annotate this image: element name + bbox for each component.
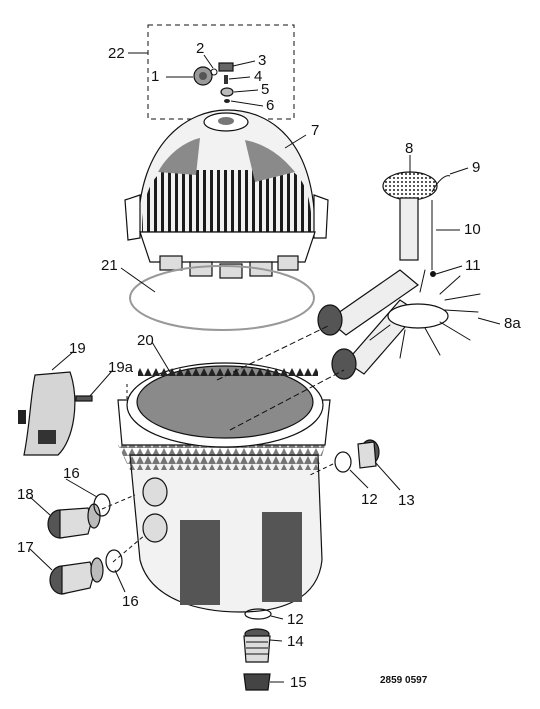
fitting-part-13	[357, 439, 380, 469]
screw-part-19a	[75, 395, 93, 402]
air-relief-cap-part-1	[193, 66, 213, 86]
washer-part-5	[220, 87, 234, 97]
callout-4: 4	[254, 68, 262, 85]
callout-16-lower: 16	[122, 593, 139, 610]
union-fitting-part-18	[47, 503, 101, 539]
callout-9: 9	[472, 159, 480, 176]
manifold-assembly-part-8	[317, 171, 438, 380]
callout-22: 22	[108, 45, 125, 62]
tank-top-opening-part-20	[136, 365, 314, 439]
callout-2: 2	[196, 40, 204, 57]
callout-16-upper: 16	[63, 465, 80, 482]
lateral-fingers-part-8a	[369, 269, 481, 359]
callout-21: 21	[101, 257, 118, 274]
clip-part-11	[430, 271, 436, 277]
o-ring-part-16-upper	[93, 493, 111, 517]
callout-20: 20	[137, 332, 154, 349]
valve-part-3	[218, 62, 234, 72]
gauge-tube-part-9	[431, 175, 451, 193]
drain-cap-part-15	[243, 673, 271, 691]
filter-tank-body	[117, 362, 331, 613]
callout-1: 1	[151, 68, 159, 85]
callout-5: 5	[261, 81, 269, 98]
tank-lid-dome-part-7	[124, 109, 329, 279]
union-fitting-part-17	[49, 557, 104, 595]
valve-part-19	[18, 371, 76, 456]
callout-8: 8	[405, 140, 413, 157]
callout-18: 18	[17, 486, 34, 503]
callout-15: 15	[290, 674, 307, 691]
callout-6: 6	[266, 97, 274, 114]
kit-22-box	[147, 24, 295, 120]
callout-19: 19	[69, 340, 86, 357]
o-ring-part-12-side	[334, 451, 352, 473]
callout-11: 11	[465, 257, 481, 274]
callout-7: 7	[311, 122, 319, 139]
leader-lines	[29, 52, 501, 683]
callout-8a: 8a	[504, 315, 521, 332]
callout-12-bottom: 12	[287, 611, 304, 628]
callout-3: 3	[258, 52, 266, 69]
tank-o-ring-part-21	[129, 265, 315, 331]
callout-13: 13	[398, 492, 415, 509]
o-ring-part-16-lower	[105, 549, 123, 573]
o-ring-part-12-bottom	[244, 608, 272, 620]
callout-12-side: 12	[361, 491, 378, 508]
callout-10: 10	[464, 221, 481, 238]
pin-part-4	[224, 75, 228, 84]
seal-part-6	[224, 99, 230, 103]
callout-14: 14	[287, 633, 304, 650]
callout-19a: 19a	[108, 359, 134, 376]
o-ring-part-2	[210, 68, 218, 76]
callout-17: 17	[17, 539, 34, 556]
document-number: 2859 0597	[380, 675, 428, 686]
drain-fitting-part-14	[243, 628, 271, 663]
